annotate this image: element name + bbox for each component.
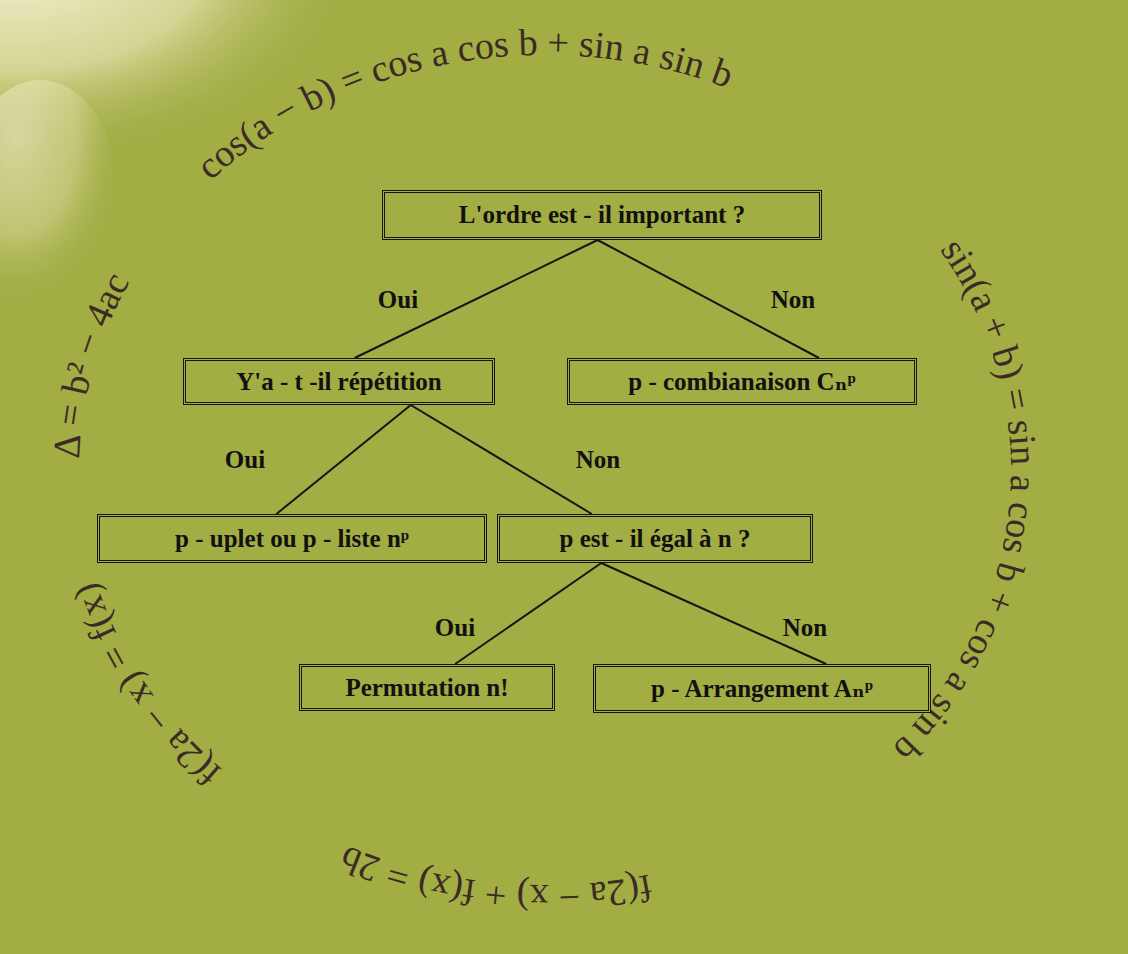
ring-formula: Δ = b² − 4ac bbox=[45, 265, 137, 459]
tree-branch bbox=[355, 240, 598, 358]
box-text: p - uplet ou p - liste nᵖ bbox=[175, 525, 409, 553]
box-text: p est - il égal à n ? bbox=[560, 525, 751, 553]
formula-text: Δ = b² − 4ac bbox=[45, 265, 137, 459]
tree-branch bbox=[455, 563, 601, 664]
box-text: Y'a - t -il répétition bbox=[236, 368, 442, 396]
decision-box: p est - il égal à n ? bbox=[497, 514, 813, 563]
branch-label: Oui bbox=[435, 614, 475, 642]
box-text: L'ordre est - il important ? bbox=[459, 201, 745, 229]
branch-label: Oui bbox=[225, 446, 265, 474]
branch-label: Non bbox=[771, 286, 815, 314]
box-text: p - Arrangement Aₙᵖ bbox=[651, 675, 873, 703]
formula-text: f(2a − x) + f(x) = 2b bbox=[334, 838, 656, 919]
ring-formula: f(2a − x) = f(x) bbox=[64, 578, 229, 795]
branch-label: Oui bbox=[378, 286, 418, 314]
branch-label: Non bbox=[783, 614, 827, 642]
decision-box: p - Arrangement Aₙᵖ bbox=[593, 664, 931, 713]
formula-text: f(2a − x) = f(x) bbox=[64, 578, 229, 795]
branch-label: Non bbox=[576, 446, 620, 474]
decision-box: Permutation n! bbox=[299, 664, 555, 711]
tree-branch bbox=[411, 405, 592, 514]
box-text: p - combianaison Cₙᵖ bbox=[628, 368, 855, 396]
decision-box: p - combianaison Cₙᵖ bbox=[567, 358, 917, 405]
formula-text: cos(a − b) = cos a cos b + sin a sin b bbox=[188, 21, 739, 187]
ring-formula: cos(a − b) = cos a cos b + sin a sin b bbox=[188, 21, 739, 187]
decision-box: p - uplet ou p - liste nᵖ bbox=[97, 514, 487, 563]
box-text: Permutation n! bbox=[345, 674, 508, 702]
tree-branch bbox=[598, 240, 819, 358]
tree-branch bbox=[601, 563, 826, 664]
tree-branch bbox=[276, 405, 410, 514]
ring-formula: f(2a − x) + f(x) = 2b bbox=[334, 838, 656, 919]
decision-box: Y'a - t -il répétition bbox=[183, 358, 495, 405]
decision-box: L'ordre est - il important ? bbox=[382, 190, 822, 240]
